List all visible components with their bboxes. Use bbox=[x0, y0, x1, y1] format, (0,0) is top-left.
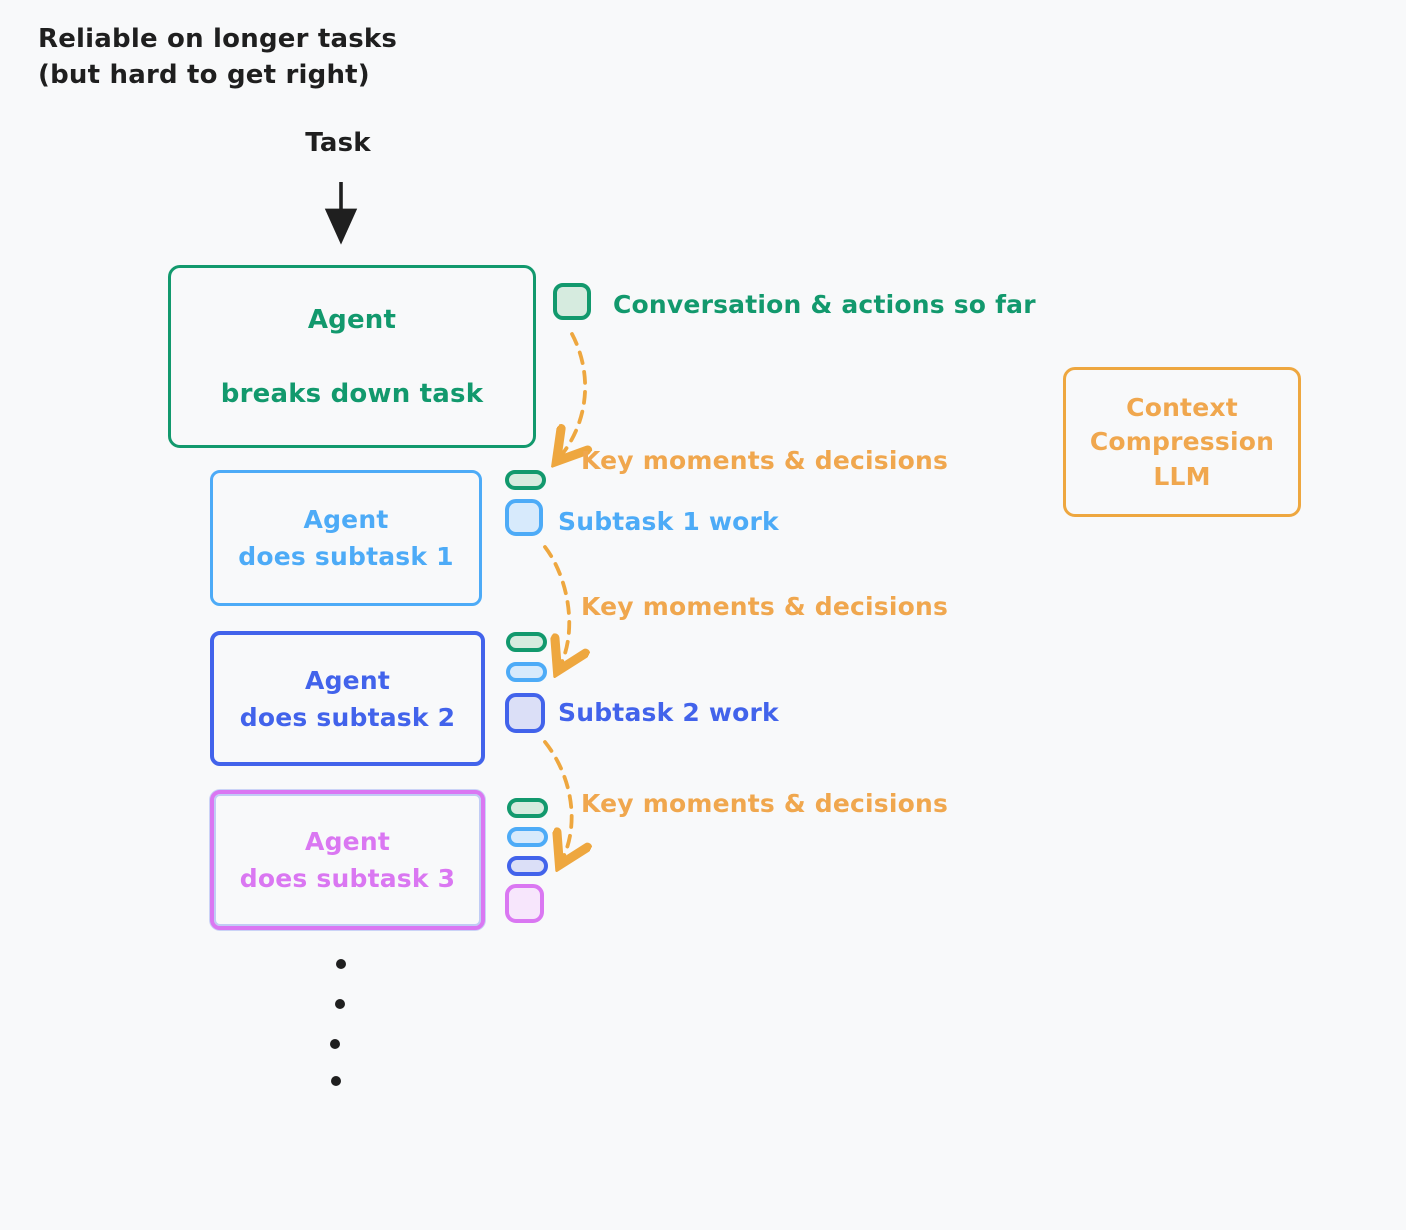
agent-subtask1-subtitle: does subtask 1 bbox=[238, 542, 454, 571]
ellipsis-dot bbox=[331, 1076, 341, 1086]
subtask1-work-chip-icon bbox=[505, 499, 543, 536]
agent-subtask2-title: Agent bbox=[305, 665, 390, 695]
key-moments-label-1: Key moments & decisions bbox=[581, 446, 949, 475]
task-label: Task bbox=[305, 128, 371, 158]
subtask3-work-chip-icon bbox=[505, 884, 544, 923]
ellipsis-dot bbox=[336, 959, 346, 969]
ellipsis-dot bbox=[330, 1039, 340, 1049]
key-moments-label-3: Key moments & decisions bbox=[581, 789, 949, 818]
compression-box-line1: Context bbox=[1126, 392, 1238, 422]
agent-subtask3-title: Agent bbox=[305, 827, 390, 856]
page-title: Reliable on longer tasks (but hard to ge… bbox=[38, 22, 397, 94]
agent-subtask2-box: Agent does subtask 2 bbox=[210, 631, 485, 766]
compression-box-line2: Compression bbox=[1089, 427, 1275, 457]
conversation-label: Conversation & actions so far bbox=[613, 290, 1036, 319]
conversation-chip-icon bbox=[553, 283, 591, 320]
compress-arrow-3-icon bbox=[543, 740, 572, 860]
memory-pill-green-icon bbox=[505, 470, 546, 490]
memory-pill-blue-icon bbox=[507, 827, 548, 847]
context-compression-llm-box: Context Compression LLM bbox=[1063, 367, 1301, 517]
agent-subtask3-box: Agent does subtask 3 bbox=[210, 790, 485, 930]
agent-main-title: Agent bbox=[307, 304, 397, 335]
key-moments-label-2: Key moments & decisions bbox=[581, 592, 949, 621]
memory-pill-blue-icon bbox=[506, 662, 547, 682]
agent-main-subtitle: breaks down task bbox=[220, 378, 484, 409]
subtask1-work-label: Subtask 1 work bbox=[558, 507, 779, 536]
agent-subtask3-subtitle: does subtask 3 bbox=[239, 864, 456, 893]
compression-box-line3: LLM bbox=[1153, 461, 1211, 491]
subtask2-work-chip-icon bbox=[505, 693, 545, 733]
agent-main-box: Agent breaks down task bbox=[168, 265, 536, 448]
compress-arrow-2-icon bbox=[543, 545, 569, 666]
agent-subtask2-subtitle: does subtask 2 bbox=[239, 702, 456, 732]
page-title-line2: (but hard to get right) bbox=[38, 59, 370, 90]
agent-subtask1-box: Agent does subtask 1 bbox=[210, 470, 482, 606]
agent-subtask1-title: Agent bbox=[303, 505, 389, 534]
compress-arrow-1-icon bbox=[560, 332, 585, 457]
memory-pill-green-icon bbox=[507, 798, 548, 818]
memory-pill-indigo-icon bbox=[507, 856, 548, 876]
page-title-line1: Reliable on longer tasks bbox=[38, 24, 398, 54]
subtask2-work-label: Subtask 2 work bbox=[558, 698, 779, 727]
ellipsis-dot bbox=[335, 999, 345, 1009]
memory-pill-green-icon bbox=[506, 632, 547, 652]
